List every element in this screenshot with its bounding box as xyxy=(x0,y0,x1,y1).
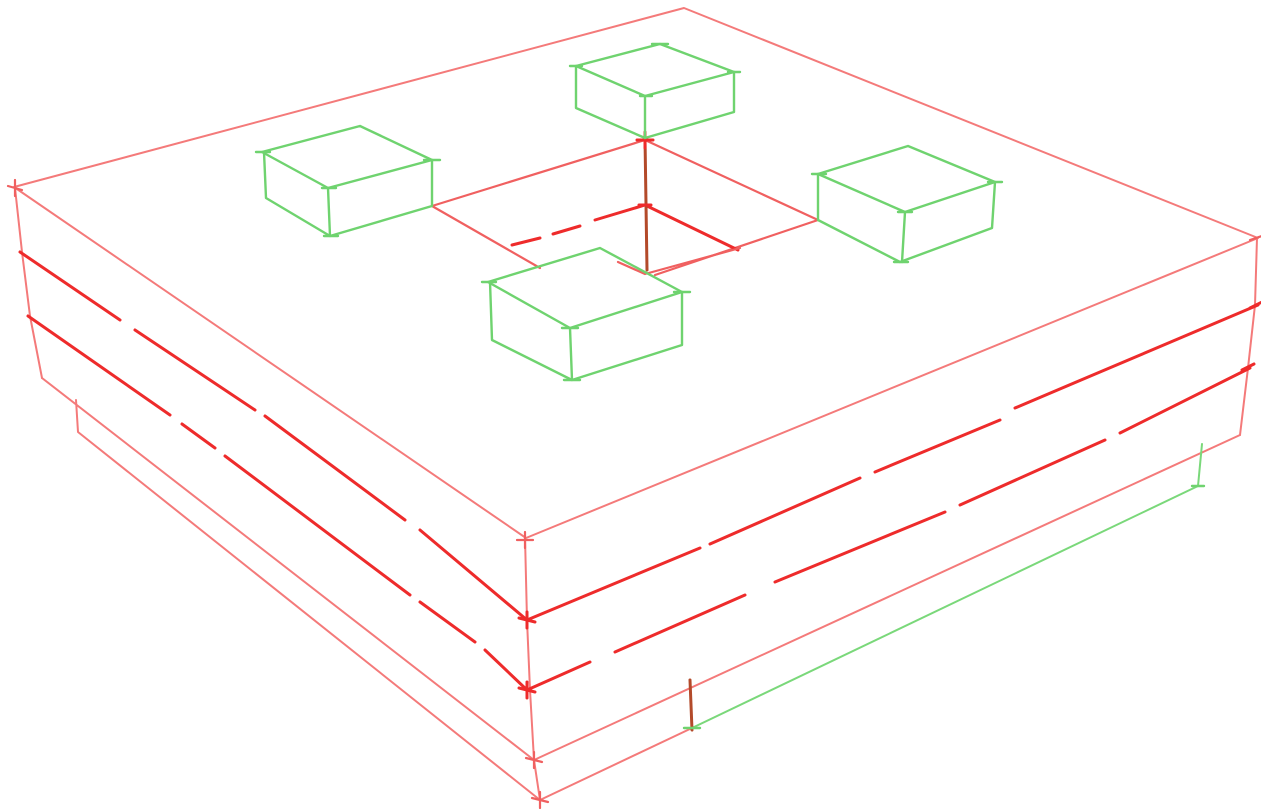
green-box-top xyxy=(568,42,742,140)
box-top-sides xyxy=(574,64,736,140)
box-right-sides xyxy=(816,172,997,264)
box-right-face xyxy=(816,144,997,214)
layer-line-2 xyxy=(26,314,1256,700)
box-left-sides xyxy=(262,150,434,238)
box-top-ticks xyxy=(568,42,742,98)
box-front-face xyxy=(486,246,684,330)
brown-marker-line xyxy=(688,678,694,732)
layer-1-ticks xyxy=(517,300,1261,630)
green-box-front xyxy=(480,246,692,382)
inset-right-edge xyxy=(539,727,693,801)
layer-1-right xyxy=(525,303,1260,622)
slab-corner-ticks xyxy=(6,178,1261,550)
opening-inner-2 xyxy=(430,204,742,276)
box-left-face xyxy=(260,124,434,190)
layer-2-left xyxy=(26,314,529,692)
box-top-face xyxy=(574,42,736,98)
box-front-sides xyxy=(488,280,684,382)
green-box-right xyxy=(810,144,1004,264)
layer-1-left xyxy=(18,250,529,622)
lower-layers xyxy=(41,377,1241,809)
green-baseline xyxy=(691,443,1203,729)
layer-line-1 xyxy=(18,250,1261,630)
lower-layer-3 xyxy=(41,377,1241,761)
lower-ticks xyxy=(524,750,550,809)
central-opening xyxy=(430,130,820,277)
opening-outer xyxy=(430,138,820,277)
slab-top-face xyxy=(13,7,1259,539)
inset-left-edge xyxy=(75,399,541,801)
baseline-ticks xyxy=(682,484,1206,730)
box-front-ticks xyxy=(480,280,692,382)
green-dimension-line xyxy=(682,443,1206,732)
layer-2-ticks xyxy=(517,362,1256,700)
layer-2-right xyxy=(525,366,1252,692)
box-right-ticks xyxy=(810,172,1004,264)
box-left-ticks xyxy=(254,150,442,238)
green-box-left xyxy=(254,124,442,238)
opening-inner xyxy=(510,203,740,252)
slab-right-edge xyxy=(1239,237,1258,436)
main-slab xyxy=(6,7,1261,801)
slab-left-edge xyxy=(14,187,43,379)
